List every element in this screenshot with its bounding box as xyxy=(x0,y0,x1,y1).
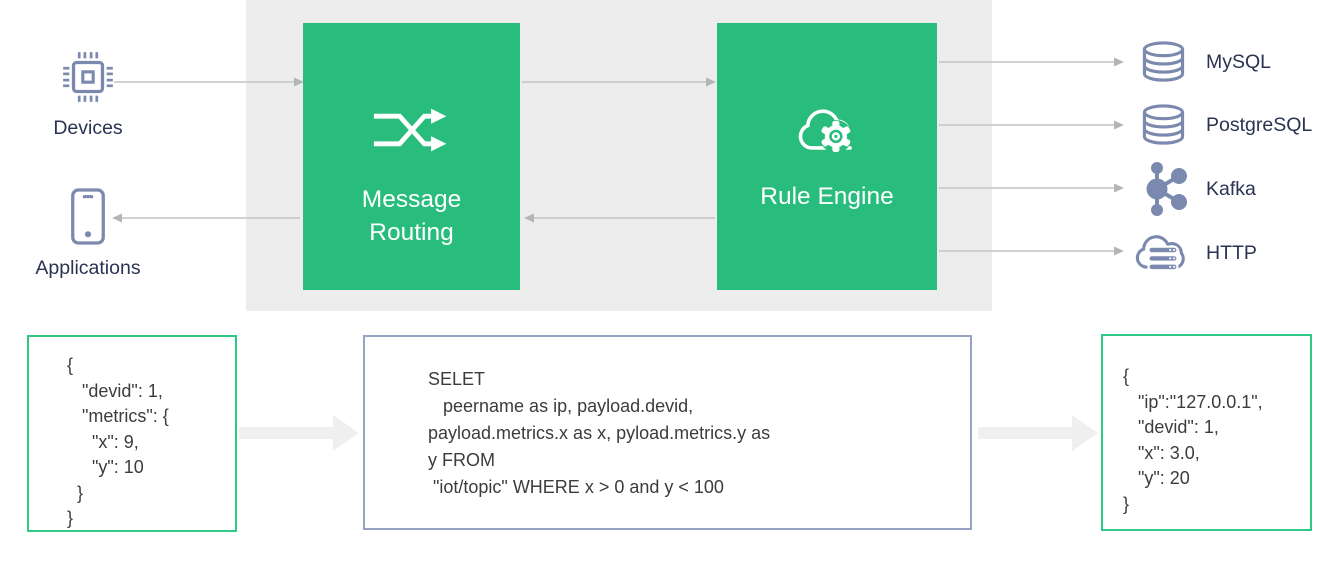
sink-label-http: HTTP xyxy=(1206,241,1257,264)
message-routing-box: Message Routing xyxy=(303,23,520,290)
database-icon xyxy=(1133,41,1193,84)
devices-label: Devices xyxy=(53,117,123,139)
cpu-chip-icon xyxy=(59,48,117,106)
thick-flow-arrows xyxy=(239,415,1098,451)
output-json-box: { "ip":"127.0.0.1", "devid": 1, "x": 3.0… xyxy=(1101,334,1312,531)
message-routing-label: Message Routing xyxy=(361,186,462,246)
sink-row-http: HTTP xyxy=(1133,227,1257,279)
thin-arrow-lines xyxy=(114,61,1114,252)
cloud-gear-icon xyxy=(795,99,859,156)
shuffle-routing-icon xyxy=(372,107,452,153)
sql-query-box: SELET peername as ip, payload.devid, pay… xyxy=(363,335,972,530)
applications-endpoint: Applications xyxy=(22,187,154,280)
sink-row-kafka: Kafka xyxy=(1133,159,1256,219)
sink-row-postgresql: PostgreSQL xyxy=(1133,104,1312,147)
kafka-nodes-icon xyxy=(1133,159,1193,219)
applications-label: Applications xyxy=(35,257,141,279)
thin-arrow-heads xyxy=(112,57,1124,256)
devices-endpoint: Devices xyxy=(48,48,128,140)
sink-label-postgresql: PostgreSQL xyxy=(1206,114,1313,136)
cloud-server-icon xyxy=(1133,227,1193,279)
sink-label-kafka: Kafka xyxy=(1206,177,1256,200)
database-icon xyxy=(1133,104,1193,147)
sink-label-mysql: MySQL xyxy=(1206,51,1272,73)
rule-engine-label: Rule Engine xyxy=(760,183,894,210)
input-json-box: { "devid": 1, "metrics": { "x": 9, "y": … xyxy=(27,335,237,532)
mobile-phone-icon xyxy=(69,187,107,246)
sink-row-mysql: MySQL xyxy=(1133,41,1271,84)
rule-engine-box: Rule Engine xyxy=(717,23,937,290)
